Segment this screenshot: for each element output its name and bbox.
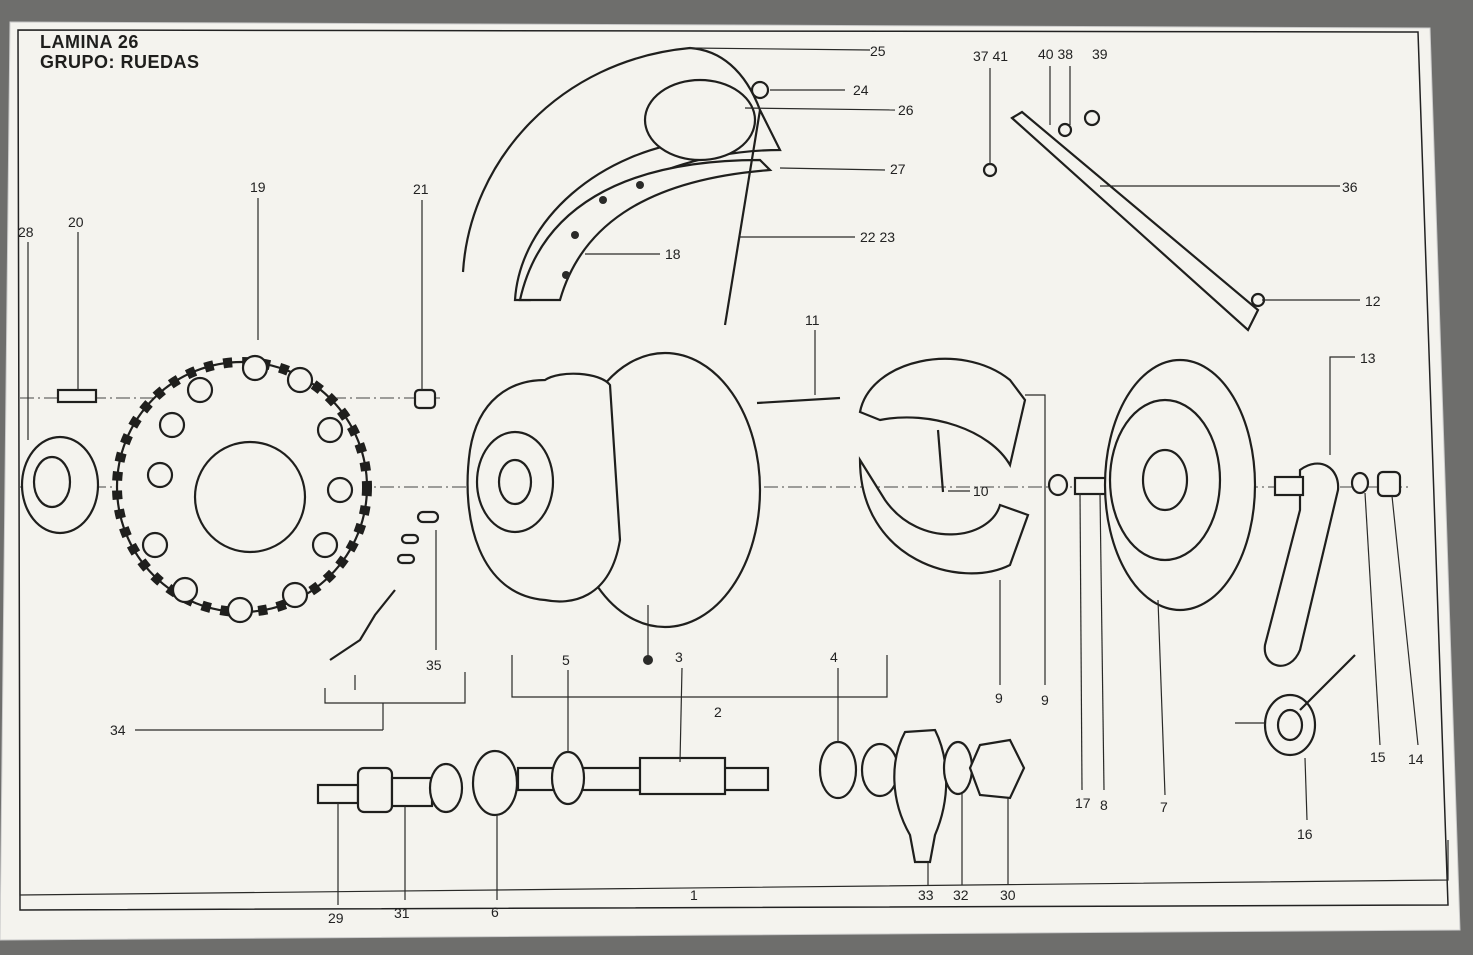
shoe-pin [756, 396, 841, 405]
callout-3: 3 [675, 649, 683, 665]
axle-nut-collar [356, 766, 394, 814]
callout-7: 7 [1160, 799, 1168, 815]
callout-39: 39 [1092, 46, 1108, 62]
inner-tube [643, 78, 757, 162]
callout-40-38: 40 38 [1038, 46, 1073, 62]
plate-title: LAMINA 26 [40, 32, 139, 52]
callout-37-41: 37 41 [973, 48, 1008, 64]
callout-25: 25 [870, 43, 886, 59]
sprocket-bolt-nut [413, 388, 437, 410]
callout-15: 15 [1370, 749, 1386, 765]
axle-thread [316, 783, 360, 805]
lever-bushing [1273, 475, 1305, 497]
axle-washer [942, 740, 974, 796]
brake-shoe-lower [858, 456, 1030, 575]
sprocket-bolt [56, 388, 98, 404]
bracket-1 [19, 840, 1449, 896]
sprocket-nut [20, 435, 100, 535]
callout-18: 18 [665, 246, 681, 262]
callout-2: 2 [714, 704, 722, 720]
leader-lines [27, 47, 1419, 905]
plate-border [17, 29, 1449, 911]
callout-5: 5 [562, 652, 570, 668]
shoe-spring [936, 429, 945, 493]
callout-31: 31 [394, 905, 410, 921]
chain-links [329, 510, 440, 661]
callout-20: 20 [68, 214, 84, 230]
callout-10: 10 [973, 483, 989, 499]
valve-cap [750, 80, 770, 100]
axle-bearing-4 [818, 740, 858, 800]
callout-34: 34 [110, 722, 126, 738]
callout-6: 6 [491, 904, 499, 920]
chain-adjuster [893, 728, 948, 864]
callout-22-23: 22 23 [860, 229, 895, 245]
return-spring [1263, 654, 1356, 757]
callout-35: 35 [426, 657, 442, 673]
callout-13: 13 [1360, 350, 1376, 366]
callout-28: 28 [18, 224, 34, 240]
axle-sleeve [638, 756, 727, 796]
callout-14: 14 [1408, 751, 1424, 767]
axle-bearing-left-b [471, 749, 519, 817]
callout-32: 32 [953, 887, 969, 903]
wheel-hub [466, 351, 762, 629]
callout-36: 36 [1342, 179, 1358, 195]
valve-stem [723, 109, 762, 326]
bracket-34 [324, 672, 466, 704]
brake-shoe-upper [858, 357, 1027, 468]
callout-12: 12 [1365, 293, 1381, 309]
callout-26: 26 [898, 102, 914, 118]
callout-9a: 9 [995, 690, 1003, 706]
callout-24: 24 [853, 82, 869, 98]
callout-27: 27 [890, 161, 906, 177]
bracket-2 [511, 655, 888, 698]
group-title: GRUPO: RUEDAS [40, 52, 200, 72]
callout-11: 11 [805, 312, 820, 328]
callout-33: 33 [918, 887, 934, 903]
callout-16: 16 [1297, 826, 1313, 842]
callout-1: 1 [690, 887, 698, 903]
brake-plate [1103, 358, 1257, 612]
lever-washer [1350, 471, 1370, 495]
callout-labels: 1 2 3 4 5 6 7 8 9 9 10 11 12 13 14 15 16… [18, 43, 1424, 926]
axle-bearing-4b [860, 742, 900, 798]
rear-sprocket [112, 354, 372, 624]
callout-17: 17 [1075, 795, 1091, 811]
axle-nut [968, 738, 1026, 800]
callout-9b: 9 [1041, 692, 1049, 708]
washer [1047, 473, 1069, 497]
callout-19: 19 [250, 179, 266, 195]
callout-8: 8 [1100, 797, 1108, 813]
torque-arm [1010, 110, 1260, 332]
axle-bearing-left-a [428, 762, 464, 814]
callout-30: 30 [1000, 887, 1016, 903]
axle-bearing-5 [550, 750, 586, 806]
callout-21: 21 [413, 181, 429, 197]
callout-4: 4 [830, 649, 838, 665]
lever-nut [1376, 470, 1402, 498]
axle-spacer [390, 776, 434, 808]
tyre-and-rim [461, 46, 782, 302]
callout-29: 29 [328, 910, 344, 926]
brake-lever [1263, 462, 1340, 667]
